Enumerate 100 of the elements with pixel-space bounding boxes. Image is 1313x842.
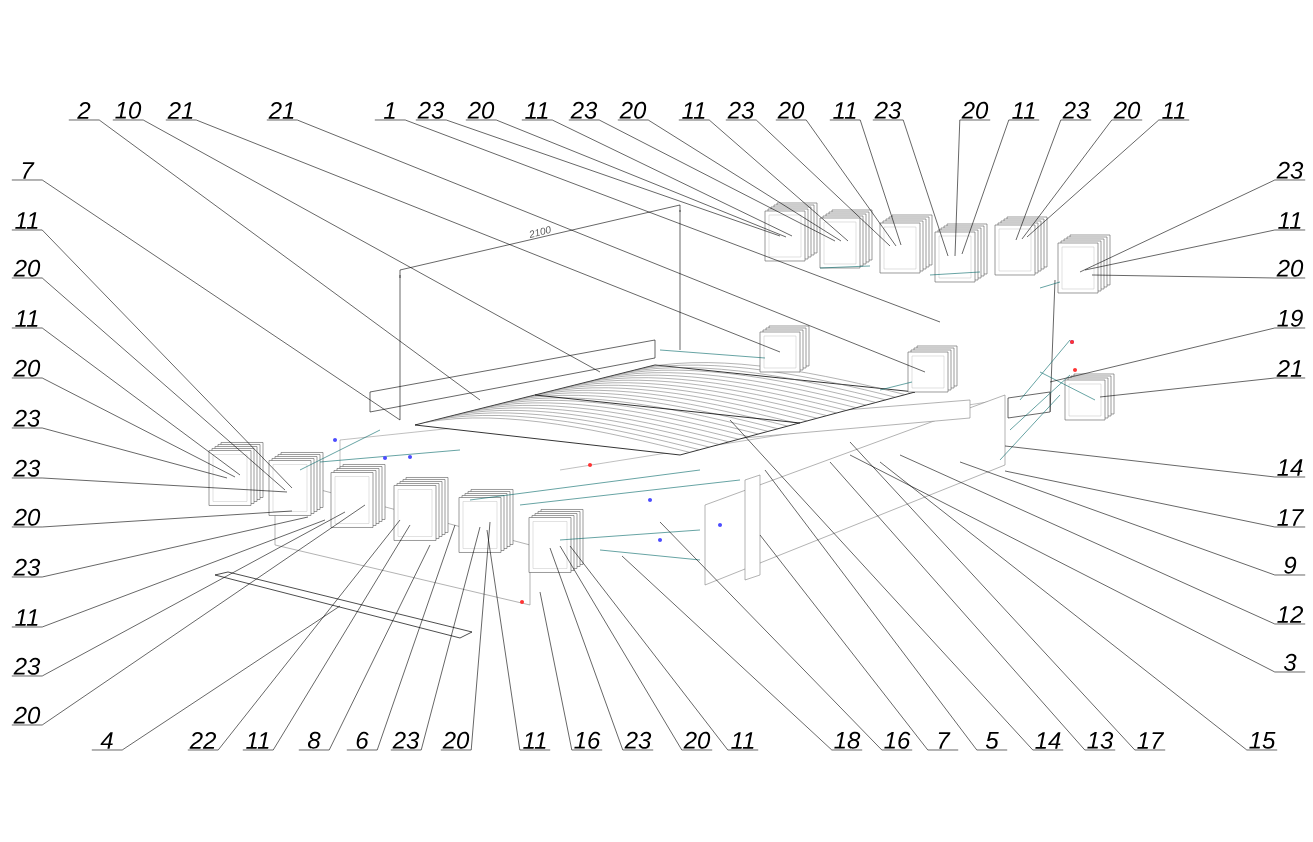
callout-number: 23 [874,101,902,119]
leader-line [1021,119,1143,240]
callout-number: 20 [683,731,711,749]
callout-number: 20 [961,101,989,119]
leader-line [1091,274,1306,279]
leader-line [568,119,836,242]
callout-number: 3 [1283,653,1297,671]
leader-line [521,119,793,237]
leader-line [621,555,863,751]
callout-number: 14 [1035,732,1061,749]
callout-number: 12 [1277,606,1303,623]
leader-line [298,544,431,751]
callout-number: 20 [1276,259,1304,277]
leader-line [764,469,1008,751]
leader-line [659,521,913,751]
leader-line [879,461,1278,751]
callout-number: 20 [467,101,495,119]
callout-number: 11 [682,102,705,119]
callout-number: 23 [13,657,41,675]
callout-number: 21 [167,102,193,119]
leader-line [266,119,926,373]
callout-number: 23 [392,731,420,749]
callout-number: 23 [727,101,755,119]
dimension-text: 2100 [529,226,551,239]
leader-line [11,179,401,421]
leader-line [11,377,236,478]
callout-number: 11 [15,212,38,229]
callout-number: 23 [624,731,652,749]
leader-line [729,419,1064,751]
callout-number: 20 [13,706,41,724]
callout-number: 23 [1276,161,1304,179]
leader-line [1099,377,1306,398]
callout-number: 11 [523,732,546,749]
leader-line [11,519,326,628]
callout-number: 18 [834,731,861,749]
leader-line [165,119,781,353]
leader-line [11,511,346,677]
leader-line [11,504,366,726]
callout-number: 11 [1012,102,1035,119]
callout-number: 4 [100,732,113,749]
callout-number: 10 [115,101,142,119]
callout-number: 23 [417,101,445,119]
callout-number: 9 [1284,556,1297,574]
callout-number: 17 [1277,509,1305,526]
leader-line [539,591,603,751]
callout-number: 23 [13,409,41,427]
leader-line [11,229,293,489]
leader-line [1004,470,1306,528]
callout-number: 11 [1162,102,1185,119]
callout-number: 21 [268,102,294,119]
callout-number: 11 [246,732,269,749]
callout-number: 11 [15,609,38,626]
callout-number: 20 [619,101,647,119]
callout-number: 11 [15,310,38,327]
leader-line [775,119,897,247]
leader-line [11,516,309,578]
callout-number: 15 [1249,732,1276,749]
callout-number: 16 [574,731,601,749]
callout-number: 11 [731,732,754,749]
callout-number: 20 [13,508,41,526]
callout-number: 11 [525,102,548,119]
leader-line [1079,179,1306,273]
leader-line [374,119,941,323]
leader-line [465,119,787,238]
callout-number: 23 [13,558,41,576]
callout-number: 20 [442,731,470,749]
leader-line [440,521,491,751]
leader-line [961,119,1040,255]
leader-line [11,327,241,476]
leader-line [759,534,959,751]
callout-number: 23 [1062,101,1090,119]
leader-line [725,119,891,247]
leader-line [849,454,1306,673]
callout-number: 14 [1277,459,1303,476]
callout-number: 20 [777,101,805,119]
leader-line [549,547,654,751]
leader-line [678,119,849,242]
leader-line [899,454,1306,625]
leader-line [617,119,842,242]
callout-number: 2 [77,102,91,119]
leader-line [346,524,456,751]
leader-line [68,119,481,401]
leader-line [872,119,949,257]
leader-line [569,545,759,751]
leader-line [91,605,341,751]
leader-line [1015,119,1092,241]
leader-line [11,277,286,491]
callout-number: 13 [1087,731,1114,749]
leader-line [559,545,713,751]
leader-line [1026,119,1190,238]
callout-number: 7 [22,162,35,179]
leader-line [829,461,1116,751]
leader-line [11,510,293,528]
leader-line [187,519,401,751]
leader-line [829,119,902,246]
leader-line [11,477,288,493]
leader-line [849,441,1166,751]
leader-line [112,119,601,373]
leader-line [242,524,411,751]
callout-number: 1 [383,102,395,119]
